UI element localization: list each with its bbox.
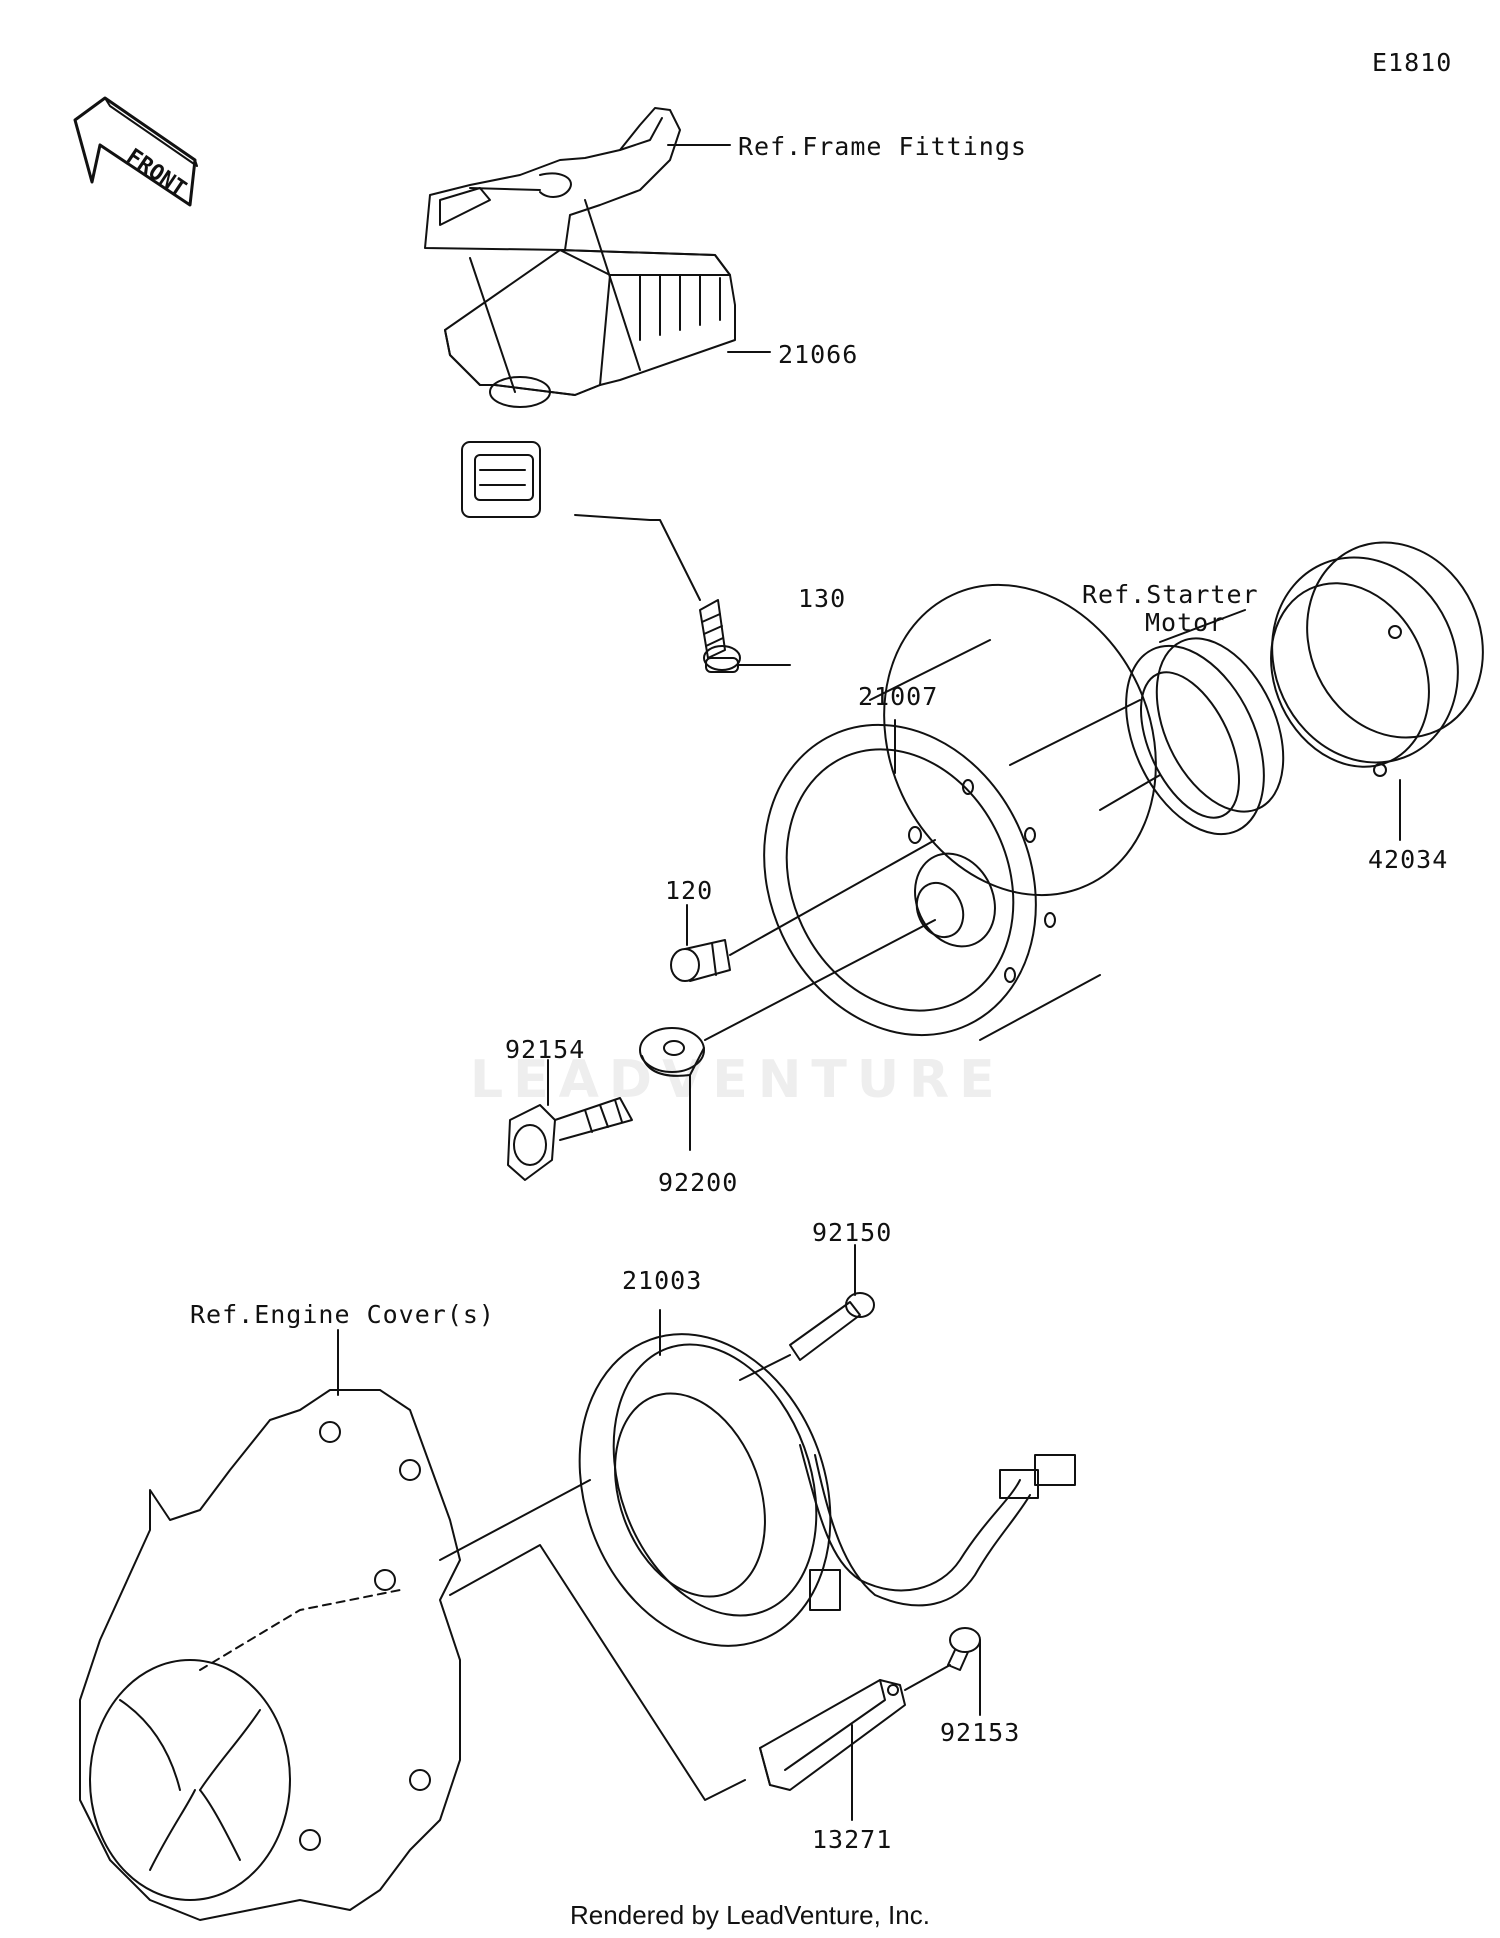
part-number-120: 120: [665, 876, 714, 905]
bolt-120: [670, 939, 731, 982]
ref-dash-1: [469, 257, 516, 393]
frame-fitting-bracket: [424, 107, 681, 251]
ref-dash-92150: [739, 1354, 791, 1381]
footer-credit: Rendered by LeadVenture, Inc.: [570, 1900, 930, 1930]
ref-engine-cover-label: Ref.Engine Cover(s): [190, 1300, 495, 1329]
diagram-code: E1810: [1372, 48, 1453, 77]
part-number-92200: 92200: [658, 1168, 739, 1197]
starter-clutch: [1125, 637, 1285, 836]
regulator-rectifier: [444, 249, 736, 518]
part-number-21007: 21007: [858, 682, 939, 711]
leader-starter-motor: [1159, 609, 1246, 643]
screw-92153: [947, 1627, 981, 1671]
part-number-92153: 92153: [940, 1718, 1021, 1747]
engine-cover: [79, 1389, 461, 1921]
ref-dash-13271: [904, 1664, 951, 1691]
ref-dash-starter-2: [1099, 774, 1161, 811]
ref-dash-2: [584, 199, 641, 371]
ref-starter-motor-label-1: Ref.Starter: [1082, 580, 1259, 609]
ref-dash-120: [729, 839, 936, 956]
flywheel-rotor: [763, 583, 1157, 1041]
part-number-92154: 92154: [505, 1035, 586, 1064]
ref-dash-92200: [704, 919, 936, 1041]
washer-92200: [639, 1027, 705, 1077]
part-number-21066: 21066: [778, 340, 859, 369]
stator-coil: [578, 1333, 1076, 1647]
bolt-92154: [507, 1097, 633, 1181]
part-number-13271: 13271: [812, 1825, 893, 1854]
ref-dash-stator: [439, 1479, 591, 1561]
part-number-42034: 42034: [1368, 845, 1449, 874]
ref-starter-motor-label-2: Motor: [1145, 608, 1226, 637]
cover-plate-13271: [759, 1679, 906, 1791]
front-arrow-icon: FRONT: [73, 96, 198, 207]
bolt-130: [699, 599, 741, 673]
leader-13271-bracket: [449, 1544, 746, 1801]
part-number-92150: 92150: [812, 1218, 893, 1247]
ref-dash-starter: [1009, 699, 1141, 766]
part-number-21003: 21003: [622, 1266, 703, 1295]
part-number-130: 130: [798, 584, 847, 613]
leader-130-bracket: [574, 514, 701, 601]
bolt-92150: [789, 1292, 875, 1361]
ring-collar: [1270, 541, 1484, 777]
ref-frame-fittings-label: Ref.Frame Fittings: [738, 132, 1027, 161]
watermark: LEADVENTURE: [470, 1050, 1005, 1110]
